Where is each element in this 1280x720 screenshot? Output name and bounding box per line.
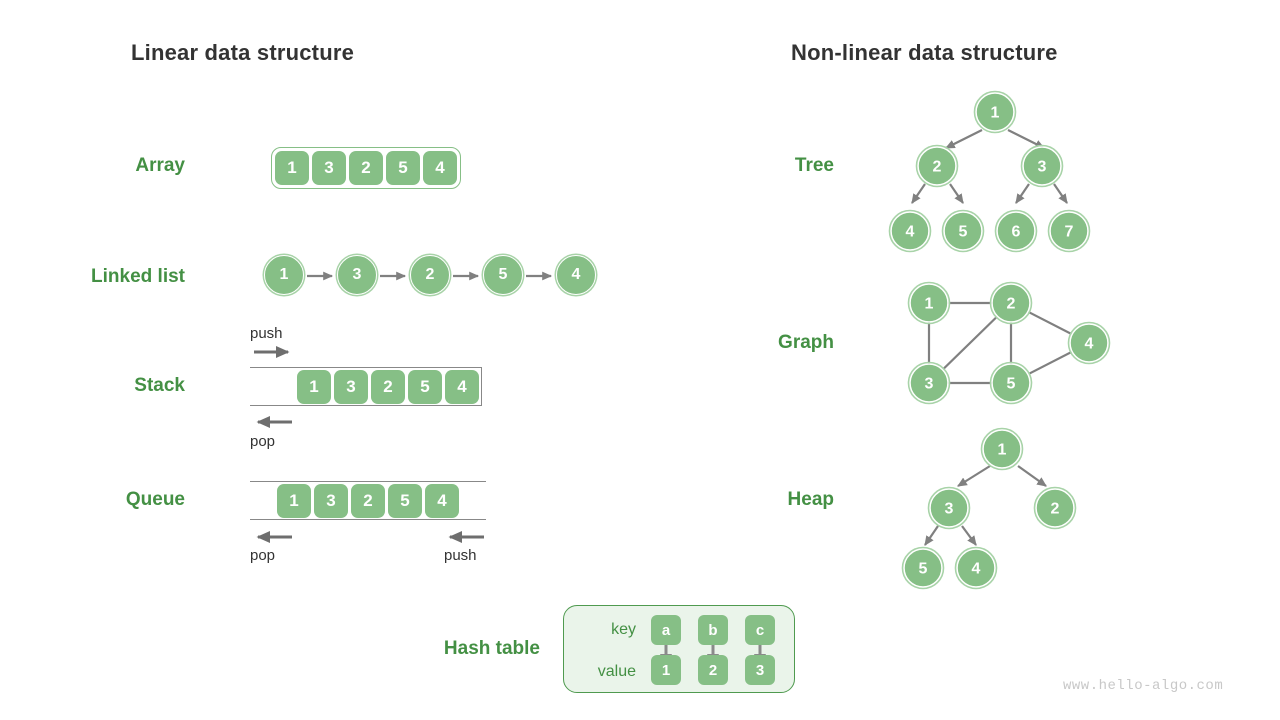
stack-label: Stack bbox=[134, 375, 185, 396]
graph-node-label: 2 bbox=[1007, 296, 1016, 313]
graph-node: 5 bbox=[989, 361, 1033, 405]
hash-value-cell: 3 bbox=[745, 655, 775, 685]
linked-list-node: 5 bbox=[483, 255, 523, 295]
stack-push-arrow bbox=[254, 346, 290, 358]
graph-node-label: 5 bbox=[1007, 376, 1016, 393]
tree-node-label: 2 bbox=[933, 159, 942, 176]
tree-node-label: 1 bbox=[991, 105, 1000, 122]
stack-pop-arrow bbox=[256, 416, 292, 428]
array-cell: 1 bbox=[275, 151, 309, 185]
stack-cell: 1 bbox=[297, 369, 331, 404]
stack-pop-label: pop bbox=[250, 433, 276, 450]
tree-label: Tree bbox=[794, 155, 834, 176]
stack-cell: 5 bbox=[408, 369, 442, 404]
graph-figure: 1 2 3 4 5 bbox=[907, 281, 1111, 405]
queue-push-label: push bbox=[444, 547, 477, 564]
linked-list-arrows bbox=[307, 271, 553, 281]
queue-cell: 5 bbox=[388, 483, 422, 518]
queue-cell: 4 bbox=[425, 483, 459, 518]
queue-cell: 1 bbox=[277, 483, 311, 518]
tree-node-label: 7 bbox=[1065, 224, 1074, 241]
heap-node-label: 3 bbox=[945, 501, 954, 518]
hash-key-cell: a bbox=[651, 615, 681, 645]
heap-node: 1 bbox=[980, 427, 1024, 471]
graph-node: 3 bbox=[907, 361, 951, 405]
queue-container: 1 3 2 5 4 bbox=[250, 481, 486, 520]
hash-value-cell: 1 bbox=[651, 655, 681, 685]
stack-cell: 4 bbox=[445, 369, 479, 404]
queue-pop-arrow bbox=[256, 531, 292, 543]
linked-list-label: Linked list bbox=[91, 266, 185, 287]
queue-label: Queue bbox=[125, 489, 185, 510]
heap-node: 4 bbox=[954, 546, 998, 590]
graph-node-label: 4 bbox=[1085, 336, 1094, 353]
heap-node: 3 bbox=[927, 486, 971, 530]
tree-node: 4 bbox=[888, 209, 932, 253]
linked-list-node: 3 bbox=[337, 255, 377, 295]
hash-key-cell: b bbox=[698, 615, 728, 645]
tree-node-label: 3 bbox=[1038, 159, 1047, 176]
graph-node-label: 3 bbox=[925, 376, 934, 393]
heap-figure: 1 3 2 5 4 bbox=[901, 427, 1077, 590]
tree-node-label: 5 bbox=[959, 224, 968, 241]
array-label: Array bbox=[135, 155, 185, 176]
array-cell: 4 bbox=[423, 151, 457, 185]
queue-pop-label: pop bbox=[250, 547, 276, 564]
linked-list-node: 4 bbox=[556, 255, 596, 295]
hash-key-cell: c bbox=[745, 615, 775, 645]
linked-list-node: 1 bbox=[264, 255, 304, 295]
graph-label: Graph bbox=[778, 332, 834, 353]
hash-value-cell: 2 bbox=[698, 655, 728, 685]
tree-figure: 1 2 3 4 5 6 7 bbox=[888, 90, 1091, 253]
queue-cell: 3 bbox=[314, 483, 348, 518]
heap-node-label: 5 bbox=[919, 561, 928, 578]
hash-key-row-label: key bbox=[611, 621, 636, 638]
graph-node: 4 bbox=[1067, 321, 1111, 365]
queue-cell: 2 bbox=[351, 483, 385, 518]
stack-container: 1 3 2 5 4 bbox=[250, 367, 482, 406]
array-container: 1 3 2 5 4 bbox=[271, 147, 461, 189]
hash-table-label: Hash table bbox=[443, 638, 540, 659]
heap-node-label: 1 bbox=[998, 442, 1007, 459]
tree-node: 5 bbox=[941, 209, 985, 253]
stack-cell: 2 bbox=[371, 369, 405, 404]
stack-cell: 3 bbox=[334, 369, 368, 404]
graph-node: 1 bbox=[907, 281, 951, 325]
linked-list-node: 2 bbox=[410, 255, 450, 295]
linear-panel-title: Linear data structure bbox=[131, 40, 355, 65]
tree-node: 3 bbox=[1020, 144, 1064, 188]
tree-node: 6 bbox=[994, 209, 1038, 253]
heap-node: 5 bbox=[901, 546, 945, 590]
watermark: www.hello-algo.com bbox=[1063, 678, 1224, 694]
array-cell: 3 bbox=[312, 151, 346, 185]
linked-list-container: 1 3 2 5 4 bbox=[264, 255, 604, 299]
heap-label: Heap bbox=[787, 489, 834, 510]
tree-node-label: 6 bbox=[1012, 224, 1021, 241]
graph-node: 2 bbox=[989, 281, 1033, 325]
heap-edges bbox=[924, 465, 1047, 546]
tree-node: 1 bbox=[973, 90, 1017, 134]
tree-node-label: 4 bbox=[906, 224, 915, 241]
hash-table-container: key value a b c 1 2 3 bbox=[563, 605, 795, 693]
hash-value-row-label: value bbox=[597, 663, 636, 680]
nonlinear-panel-title: Non-linear data structure bbox=[791, 40, 1058, 65]
array-cell: 2 bbox=[349, 151, 383, 185]
tree-node: 7 bbox=[1047, 209, 1091, 253]
tree-node: 2 bbox=[915, 144, 959, 188]
queue-push-arrow bbox=[448, 531, 484, 543]
stack-push-label: push bbox=[250, 325, 283, 342]
heap-node-label: 4 bbox=[972, 561, 981, 578]
tree-edges bbox=[911, 129, 1068, 204]
heap-node-label: 2 bbox=[1051, 501, 1060, 518]
heap-node: 2 bbox=[1033, 486, 1077, 530]
array-cell: 5 bbox=[386, 151, 420, 185]
graph-node-label: 1 bbox=[925, 296, 934, 313]
